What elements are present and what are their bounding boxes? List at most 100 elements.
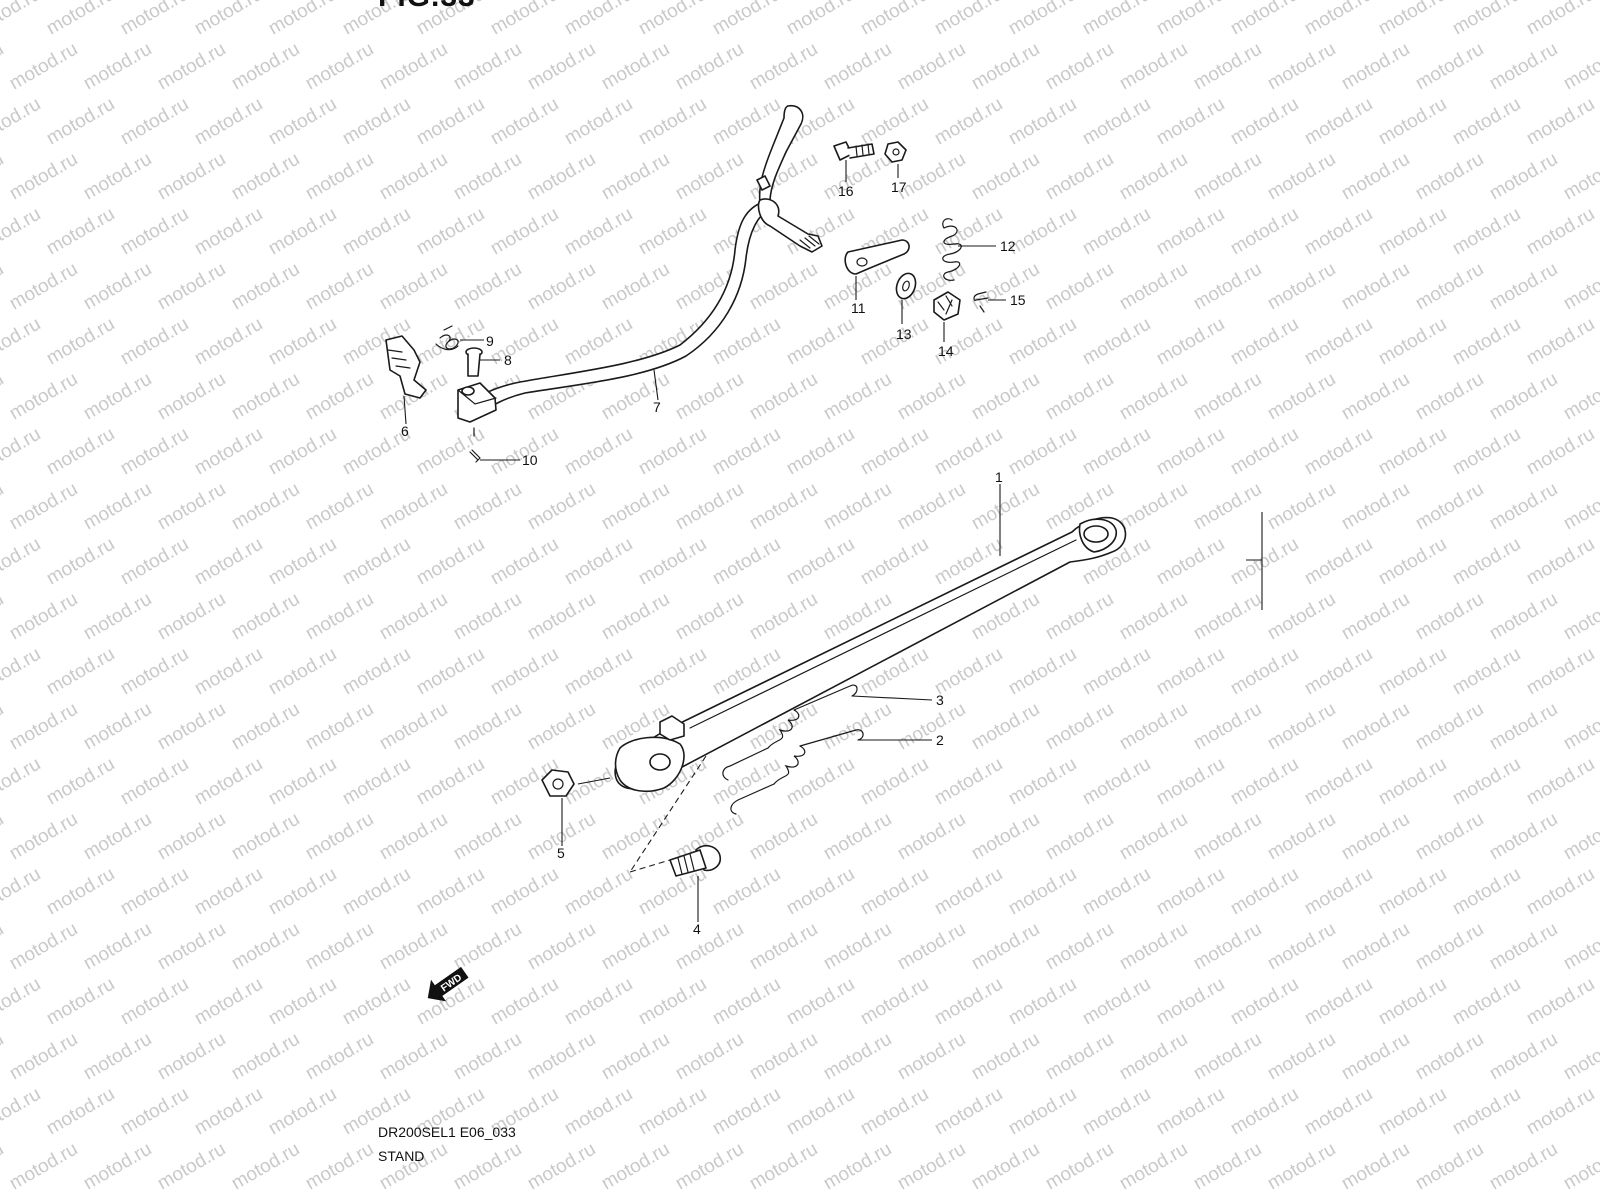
- watermark-text: motod.ru: [1264, 1139, 1339, 1195]
- watermark-text: motod.ru: [968, 259, 1043, 315]
- watermark-text: motod.ru: [1042, 149, 1117, 205]
- watermark-text: motod.ru: [1449, 424, 1524, 480]
- watermark-text: motod.ru: [80, 589, 155, 645]
- watermark-text: motod.ru: [450, 479, 525, 535]
- watermark-text: motod.ru: [413, 864, 488, 920]
- watermark-text: motod.ru: [1412, 1029, 1487, 1085]
- watermark-text: motod.ru: [1523, 1084, 1598, 1140]
- watermark-text: motod.ru: [894, 39, 969, 95]
- watermark-text: motod.ru: [6, 809, 81, 865]
- watermark-text: motod.ru: [0, 424, 44, 480]
- watermark-text: motod.ru: [1486, 919, 1561, 975]
- watermark-text: motod.ru: [968, 919, 1043, 975]
- watermark-text: motod.ru: [1338, 369, 1413, 425]
- watermark-text: motod.ru: [672, 479, 747, 535]
- part-11-plate[interactable]: [844, 239, 910, 275]
- watermark-text: motod.ru: [1560, 809, 1600, 865]
- watermark-text: motod.ru: [1301, 0, 1376, 39]
- watermark-text: motod.ru: [1116, 699, 1191, 755]
- watermark-text: motod.ru: [1227, 0, 1302, 39]
- watermark-text: motod.ru: [709, 1084, 784, 1140]
- part-15-pin[interactable]: [973, 291, 989, 313]
- watermark-text: motod.ru: [968, 699, 1043, 755]
- watermark-text: motod.ru: [450, 919, 525, 975]
- watermark-text: motod.ru: [1449, 0, 1524, 39]
- watermark-text: motod.ru: [709, 0, 784, 39]
- part-17-nut[interactable]: [884, 141, 907, 163]
- watermark-text: motod.ru: [524, 1029, 599, 1085]
- watermark-text: motod.ru: [487, 644, 562, 700]
- watermark-text: motod.ru: [487, 314, 562, 370]
- watermark-text: motod.ru: [1042, 809, 1117, 865]
- callout-17: 17: [891, 179, 907, 195]
- part-5-nut[interactable]: [541, 769, 575, 797]
- watermark-text: motod.ru: [0, 754, 44, 810]
- watermark-text: motod.ru: [783, 0, 858, 39]
- watermark-text: motod.ru: [894, 1029, 969, 1085]
- part-16-bolt[interactable]: [833, 141, 875, 161]
- watermark-text: motod.ru: [1375, 644, 1450, 700]
- part-9-spring[interactable]: [435, 325, 459, 351]
- watermark-text: motod.ru: [191, 1084, 266, 1140]
- part-7-brake-pedal[interactable]: [457, 104, 823, 423]
- watermark-text: motod.ru: [1375, 754, 1450, 810]
- watermark-text: motod.ru: [80, 259, 155, 315]
- callout-15: 15: [1010, 292, 1026, 308]
- part-10-cotter-pin[interactable]: [469, 427, 481, 463]
- watermark-text: motod.ru: [709, 974, 784, 1030]
- watermark-text: motod.ru: [1264, 479, 1339, 535]
- watermark-text: motod.ru: [450, 149, 525, 205]
- watermark-text: motod.ru: [1560, 919, 1600, 975]
- part-14-castle-nut[interactable]: [933, 291, 961, 321]
- watermark-text: motod.ru: [524, 479, 599, 535]
- watermark-text: motod.ru: [1227, 974, 1302, 1030]
- callout-5: 5: [557, 845, 565, 861]
- watermark-text: motod.ru: [1190, 149, 1265, 205]
- part-2-spring[interactable]: [730, 729, 864, 815]
- watermark-text: motod.ru: [1523, 314, 1598, 370]
- watermark-text: motod.ru: [339, 974, 414, 1030]
- watermark-text: motod.ru: [191, 534, 266, 590]
- callout-8: 8: [504, 352, 512, 368]
- watermark-text: motod.ru: [968, 369, 1043, 425]
- part-8-pin[interactable]: [465, 347, 483, 377]
- watermark-text: motod.ru: [191, 974, 266, 1030]
- watermark-text: motod.ru: [376, 699, 451, 755]
- watermark-text: motod.ru: [1116, 589, 1191, 645]
- watermark-text: motod.ru: [302, 479, 377, 535]
- watermark-text: motod.ru: [1412, 39, 1487, 95]
- watermark-text: motod.ru: [1301, 94, 1376, 150]
- watermark-text: motod.ru: [487, 864, 562, 920]
- watermark-text: motod.ru: [1486, 479, 1561, 535]
- watermark-text: motod.ru: [43, 974, 118, 1030]
- watermark-text: motod.ru: [524, 589, 599, 645]
- watermark-text: motod.ru: [968, 39, 1043, 95]
- watermark-text: motod.ru: [1227, 534, 1302, 590]
- watermark-text: motod.ru: [339, 534, 414, 590]
- watermark-text: motod.ru: [1264, 809, 1339, 865]
- watermark-text: motod.ru: [6, 39, 81, 95]
- part-6-adjuster[interactable]: [385, 335, 427, 399]
- callout-1: 1: [995, 469, 1003, 485]
- watermark-text: motod.ru: [820, 919, 895, 975]
- watermark-text: motod.ru: [672, 919, 747, 975]
- callout-14: 14: [938, 343, 954, 359]
- watermark-text: motod.ru: [0, 974, 44, 1030]
- part-12-spring[interactable]: [942, 218, 962, 281]
- part-13-washer[interactable]: [893, 271, 919, 302]
- assembly-lines: [577, 755, 707, 873]
- watermark-text: motod.ru: [450, 1029, 525, 1085]
- part-3-spring[interactable]: [722, 684, 858, 781]
- watermark-text: motod.ru: [1486, 1139, 1561, 1195]
- watermark-text: motod.ru: [265, 644, 340, 700]
- part-1-side-stand[interactable]: [614, 516, 1127, 793]
- watermark-text: motod.ru: [154, 259, 229, 315]
- watermark-text: motod.ru: [228, 589, 303, 645]
- watermark-text: motod.ru: [524, 149, 599, 205]
- watermark-text: motod.ru: [746, 589, 821, 645]
- watermark-text: motod.ru: [1523, 204, 1598, 260]
- watermark-text: motod.ru: [524, 39, 599, 95]
- watermark-text: motod.ru: [1153, 864, 1228, 920]
- watermark-text: motod.ru: [1005, 864, 1080, 920]
- part-4-bolt[interactable]: [669, 844, 722, 877]
